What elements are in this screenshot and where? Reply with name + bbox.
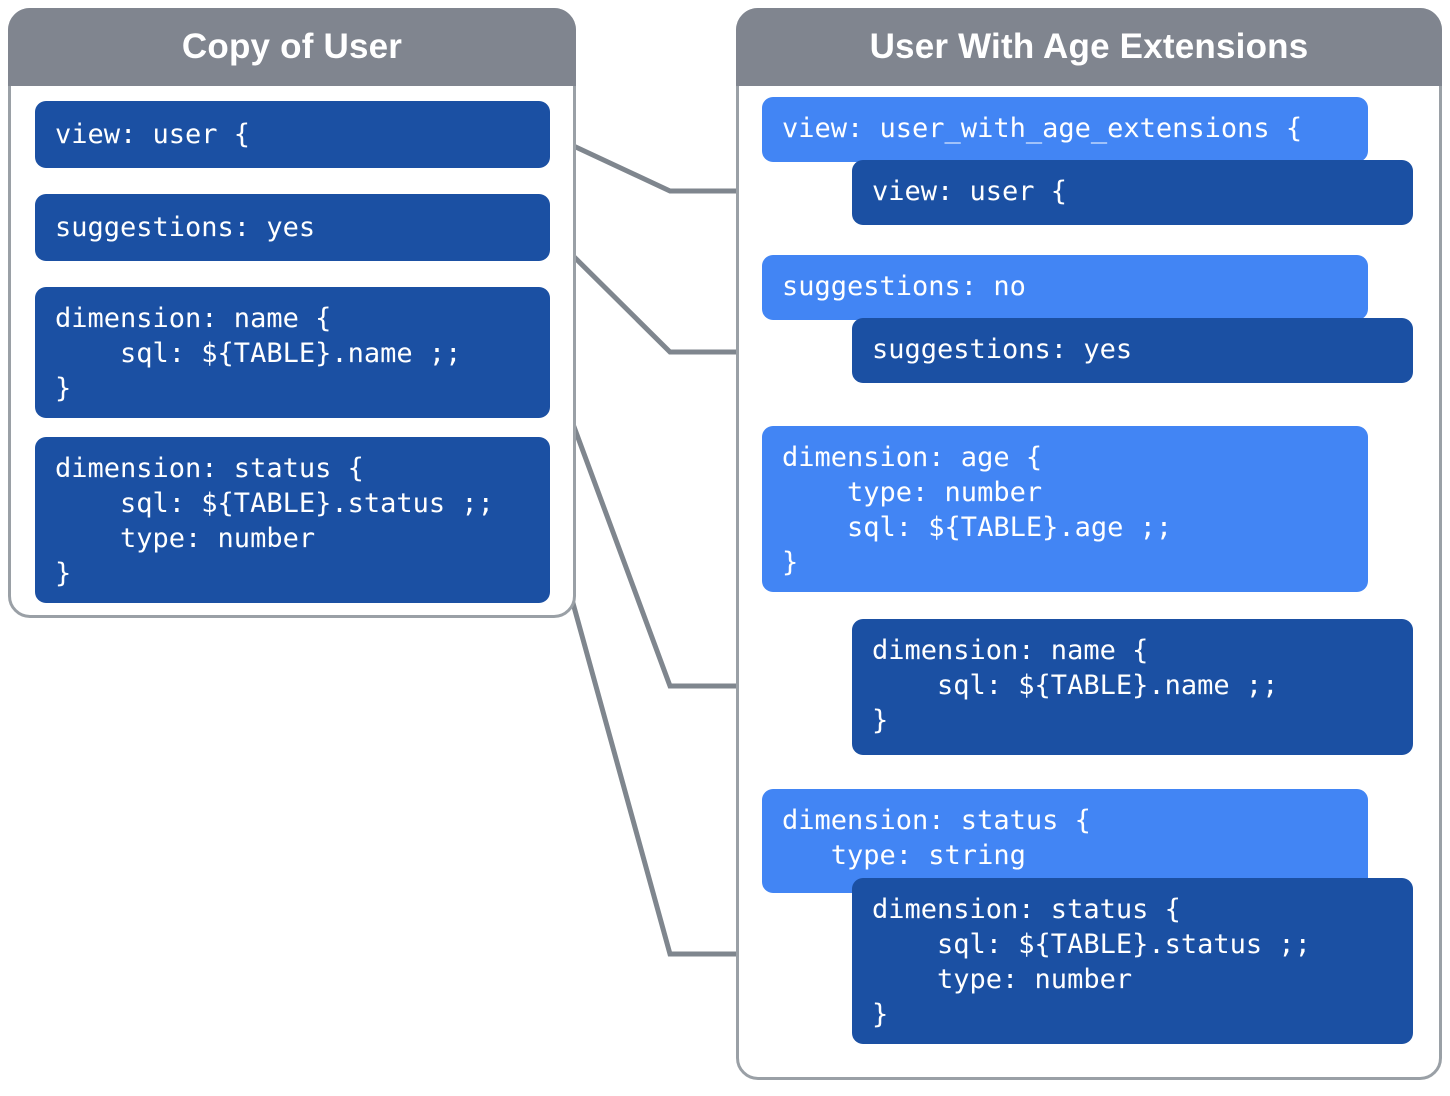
left-block-dimension-status[interactable]: dimension: status { sql: ${TABLE}.status… (35, 437, 550, 603)
left-block-suggestions[interactable]: suggestions: yes (35, 194, 550, 261)
right-block-suggestions-inherited[interactable]: suggestions: yes (852, 318, 1413, 383)
right-block-dimension-age[interactable]: dimension: age { type: number sql: ${TAB… (762, 426, 1368, 592)
panel-right-title: User With Age Extensions (736, 8, 1442, 86)
panel-left-title: Copy of User (8, 8, 576, 86)
right-block-dimension-name-inherited[interactable]: dimension: name { sql: ${TABLE}.name ;; … (852, 619, 1413, 755)
right-block-view-extension[interactable]: view: user_with_age_extensions { (762, 97, 1368, 162)
right-block-view-inherited[interactable]: view: user { (852, 160, 1413, 225)
left-block-view[interactable]: view: user { (35, 101, 550, 168)
right-block-suggestions-override[interactable]: suggestions: no (762, 255, 1368, 320)
left-block-dimension-name[interactable]: dimension: name { sql: ${TABLE}.name ;; … (35, 287, 550, 418)
right-block-dimension-status-override[interactable]: dimension: status { type: string (762, 789, 1368, 893)
right-block-dimension-status-inherited[interactable]: dimension: status { sql: ${TABLE}.status… (852, 878, 1413, 1044)
